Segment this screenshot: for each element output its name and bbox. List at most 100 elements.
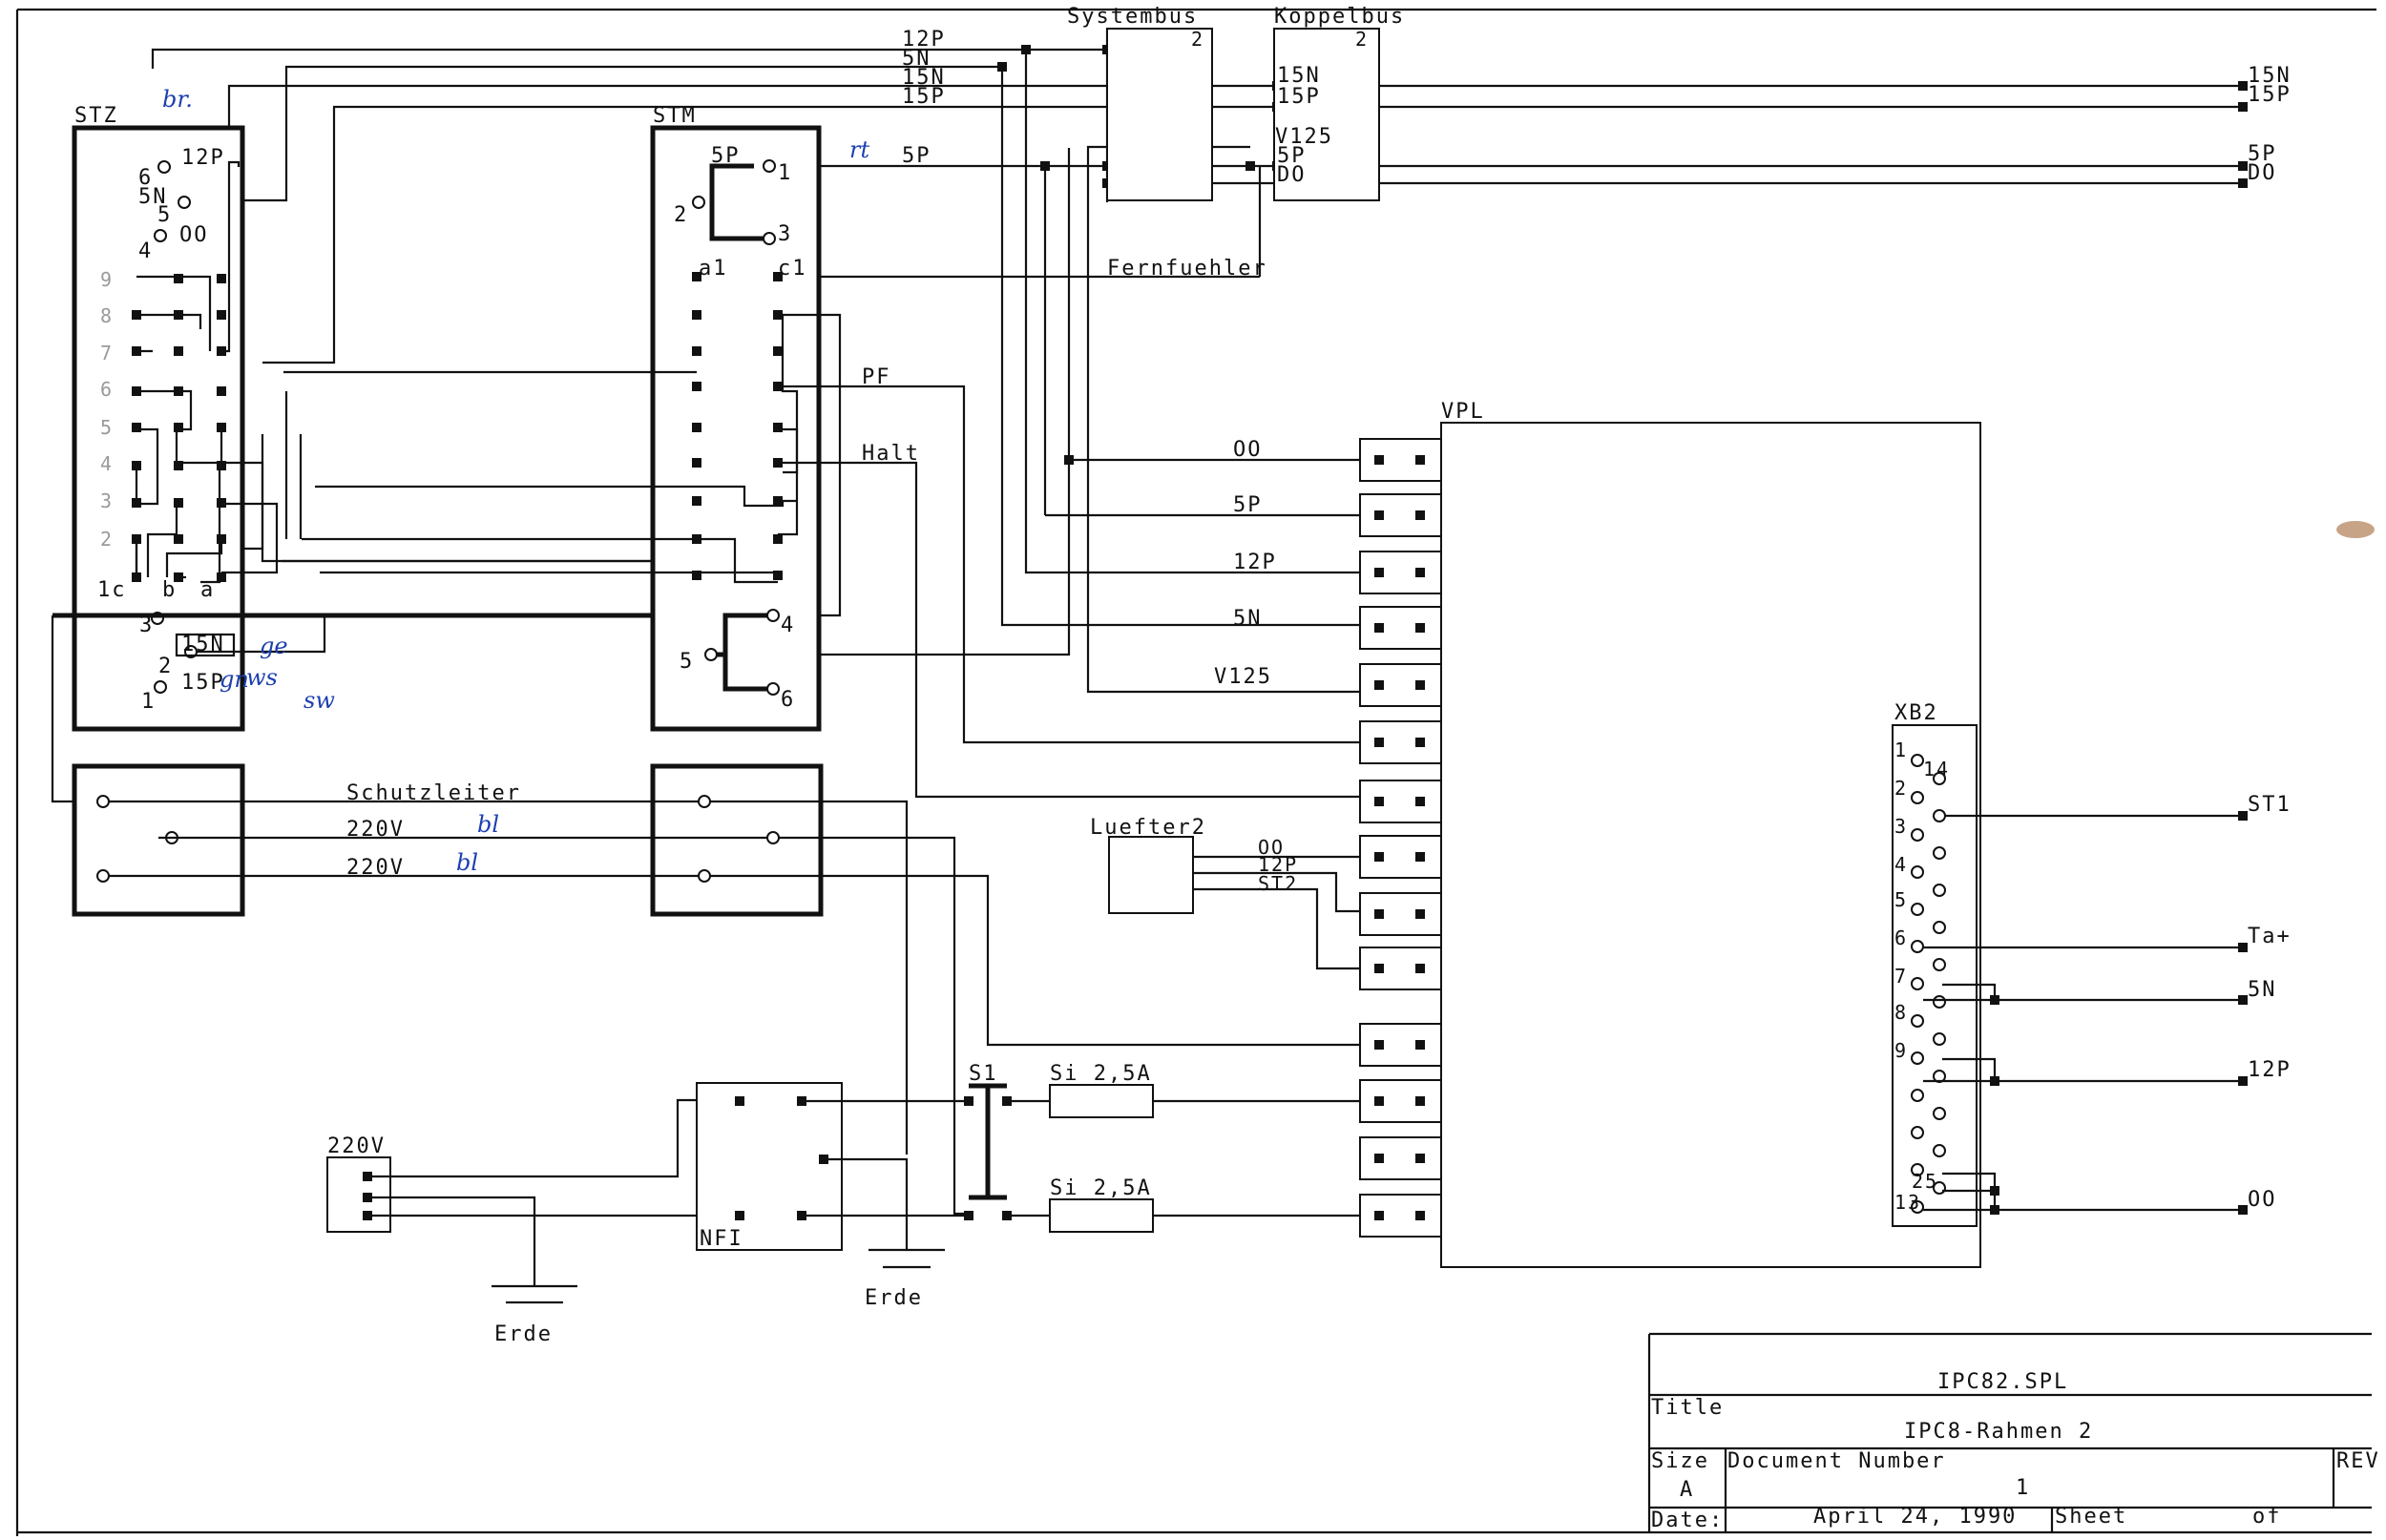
- stz-label-5n: 5N: [138, 185, 168, 209]
- stm-pin: [773, 423, 783, 432]
- mains-label: 220V: [327, 1134, 386, 1158]
- stz-pin: [132, 423, 141, 432]
- xb2-pin-5: 5: [1894, 888, 1908, 911]
- xb2-pin-2: 2: [1894, 777, 1908, 800]
- xb2-pin: [1911, 828, 1924, 842]
- right-label-do: DO: [2248, 161, 2277, 185]
- vpl-pin: [1415, 1096, 1425, 1106]
- vpl-wire-oo: OO: [1233, 438, 1263, 462]
- stz-row-number: 8: [100, 304, 112, 327]
- vpl-pin: [1415, 738, 1425, 747]
- vpl-board: VPL: [1359, 400, 1981, 1268]
- stz-pin-3: 3: [139, 614, 154, 637]
- fuse-label-1: Si 2,5A: [1050, 1062, 1152, 1086]
- stz-module: STZ 6 12P 5N 5 4 OO 98 76 54 32: [72, 104, 279, 732]
- stm-pin: [692, 458, 701, 468]
- vpl-pin: [1374, 568, 1384, 577]
- xb2-pin-13: 13: [1894, 1191, 1921, 1214]
- nfi-label: NFI: [700, 1227, 743, 1251]
- koppel-label-do: DO: [1277, 163, 1307, 187]
- vpl-pin: [1374, 1211, 1384, 1220]
- xb2-pin: [1933, 995, 1946, 1009]
- stm-pin: [692, 571, 701, 580]
- xb2-pin-14: 14: [1923, 758, 1950, 780]
- stm-pin: [692, 382, 701, 391]
- paper-stain: [2336, 521, 2375, 538]
- left-power-box: [72, 763, 245, 917]
- xb2-pin: [1911, 1200, 1924, 1214]
- right-label-5p: 5P: [2248, 142, 2277, 166]
- stz-pin: [174, 534, 183, 544]
- xb2-pin: [1911, 1163, 1924, 1176]
- vpl-pin: [1415, 510, 1425, 520]
- wire-stm5-to-bus: [706, 460, 1071, 656]
- vpl-connector-tile: [1359, 1079, 1442, 1123]
- right-label-15p: 15P: [2248, 83, 2292, 107]
- vpl-label: VPL: [1441, 400, 1485, 424]
- stm-pin-3: 3: [778, 222, 792, 246]
- stz-pin: [174, 461, 183, 470]
- stz-pin: [174, 346, 183, 356]
- luefter-12p: 12P: [1258, 853, 1298, 876]
- stz-pin: [174, 498, 183, 508]
- vpl-connector-tile: [1359, 1194, 1442, 1238]
- vpl-pin: [1374, 1154, 1384, 1163]
- rev-label: REV: [2336, 1449, 2380, 1473]
- wire-label-5n-top: 5N: [902, 47, 931, 71]
- vpl-pin: [1415, 1040, 1425, 1050]
- systembus-pin-2: 2: [1191, 28, 1204, 51]
- stz-pin: [217, 310, 226, 320]
- handwritten-ws: ws: [246, 664, 278, 691]
- xb2-out-ta: Ta+: [2248, 925, 2292, 948]
- xb2-pin: [1911, 940, 1924, 953]
- right-label-15n: 15N: [2248, 64, 2292, 88]
- systembus-connector: [1106, 28, 1213, 201]
- xb2-pin-25: 25: [1912, 1170, 1938, 1193]
- label-220v-1: 220V: [346, 818, 405, 842]
- xb2-pin: [1933, 958, 1946, 971]
- vpl-pin: [1374, 797, 1384, 806]
- xb2-pin-1: 1: [1894, 739, 1908, 761]
- ground-label-1: Erde: [494, 1322, 553, 1346]
- xb2-pin-8: 8: [1894, 1001, 1908, 1024]
- stz-row-number: 3: [100, 489, 112, 512]
- vpl-pin: [1374, 852, 1384, 862]
- stz-pin: [217, 386, 226, 396]
- vpl-pin: [1374, 510, 1384, 520]
- vpl-pin: [1415, 1154, 1425, 1163]
- stm-pin: [692, 346, 701, 356]
- vpl-connector-tile: [1359, 438, 1442, 482]
- vpl-wire-12p: 12P: [1233, 551, 1277, 574]
- stz-label-12p: 12P: [181, 146, 225, 170]
- stm-pin-4: 4: [781, 614, 795, 637]
- stz-pin: [217, 572, 226, 582]
- stz-row-number: 7: [100, 342, 112, 364]
- vpl-wire-v125: V125: [1214, 665, 1272, 689]
- power-wires: [109, 800, 1365, 1216]
- docnum-label: Document Number: [1727, 1449, 1946, 1473]
- stm-pin-2: 2: [674, 203, 688, 227]
- stz-row-number: 5: [100, 416, 112, 439]
- size-value: A: [1680, 1478, 1694, 1502]
- vpl-wire-5n: 5N: [1233, 607, 1263, 631]
- handwritten-bl-2: bl: [456, 849, 478, 876]
- systembus-label: Systembus: [1067, 5, 1198, 29]
- stz-pin-5: 5: [157, 203, 172, 227]
- wire-label-fernfuehler: Fernfuehler: [1107, 257, 1267, 281]
- koppel-label-15p: 15P: [1277, 85, 1321, 109]
- xb2-pin: [1911, 865, 1924, 879]
- xb2-pin: [1933, 846, 1946, 860]
- vpl-pin: [1374, 623, 1384, 633]
- vpl-connector-tile: [1359, 892, 1442, 936]
- luefter-label: Luefter2: [1090, 816, 1206, 840]
- switch-s1: S1: [964, 1062, 1012, 1220]
- stm-pin: [773, 496, 783, 506]
- vpl-wire-5p: 5P: [1233, 493, 1263, 517]
- koppel-label-15n: 15N: [1277, 64, 1321, 88]
- koppel-label-5p: 5P: [1277, 144, 1307, 168]
- koppel-label-v125: V125: [1275, 125, 1333, 149]
- xb2-pin: [1911, 1051, 1924, 1065]
- koppelbus-connector: [1273, 28, 1380, 201]
- handwritten-sw: sw: [303, 687, 335, 714]
- stz-label-oo: OO: [179, 223, 209, 247]
